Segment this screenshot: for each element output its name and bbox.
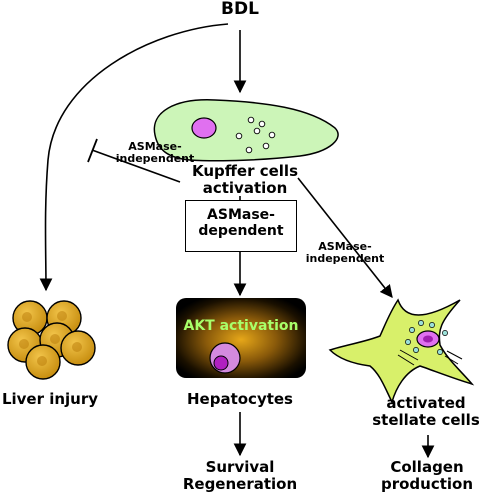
akt-activation-label: AKT activation	[183, 318, 299, 334]
akt-activation-panel	[176, 298, 306, 378]
stellate-cell	[328, 298, 475, 405]
inhibition-bar	[87, 138, 98, 163]
asmase-independent-left-label: ASMase- independent	[115, 140, 195, 166]
inhibition-line	[91, 149, 181, 183]
liver-injury-label: Liver injury	[1, 390, 99, 408]
asmase-dependent-box	[185, 200, 297, 252]
stellate-cells-label: activated stellate cells	[372, 394, 479, 430]
collagen-production-label: Collagen production	[380, 458, 474, 494]
hepatocytes-label: Hepatocytes	[186, 390, 293, 408]
kupffer-activation-label: Kupffer cells activation	[192, 162, 298, 198]
kupffer-cell	[153, 99, 339, 162]
asmase-dependent-label: ASMase- dependent	[198, 207, 284, 240]
arrow-kupffer-to-stellate	[297, 177, 393, 299]
kupffer-nucleus	[191, 117, 217, 139]
bdl-label: BDL	[221, 0, 259, 19]
arrow-bdl-to-liver-injury	[39, 23, 229, 292]
asmase-independent-right-label: ASMase- independent	[305, 240, 385, 266]
hepatocyte-cluster	[7, 300, 96, 380]
akt-hepatocyte	[209, 342, 241, 374]
survival-regeneration-label: Survival Regeneration	[182, 458, 298, 494]
